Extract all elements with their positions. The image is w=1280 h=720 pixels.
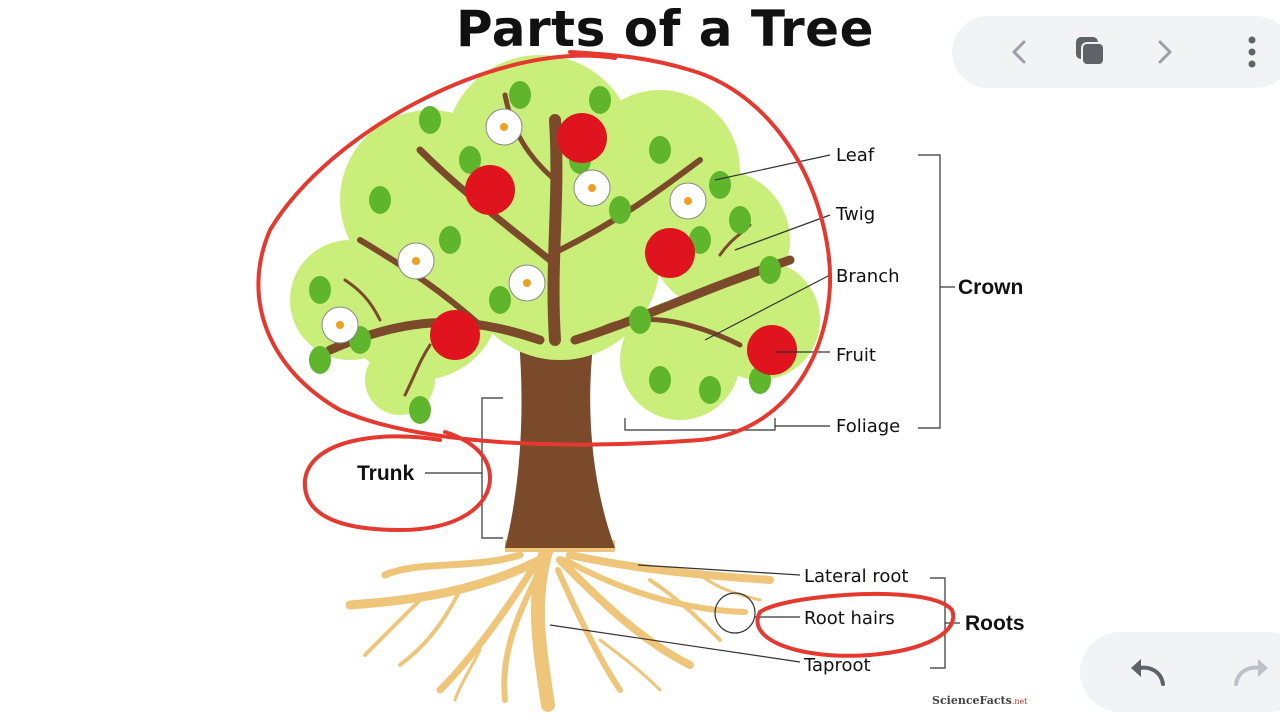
label-branch: Branch xyxy=(836,266,900,287)
chevron-left-icon[interactable] xyxy=(1002,34,1038,70)
label-trunk: Trunk xyxy=(357,462,414,485)
label-twig: Twig xyxy=(835,204,875,225)
flowers-illustration xyxy=(321,108,707,344)
diagram-title: Parts of a Tree xyxy=(455,0,875,58)
crown-circle-annotation xyxy=(256,50,833,447)
label-lateral-root: Lateral root xyxy=(804,566,908,587)
trunk-illustration xyxy=(505,330,615,548)
label-roots: Roots xyxy=(965,612,1025,635)
chevron-right-icon[interactable] xyxy=(1146,34,1182,70)
undo-icon[interactable] xyxy=(1125,654,1169,690)
label-crown: Crown xyxy=(958,276,1023,299)
redo-icon[interactable] xyxy=(1230,654,1274,690)
leaves-illustration xyxy=(309,81,781,424)
trunk-circle-annotation xyxy=(302,430,493,533)
browser-toolbar xyxy=(952,16,1280,88)
roots-illustration xyxy=(345,538,774,712)
more-vertical-icon[interactable] xyxy=(1234,34,1270,70)
undo-redo-bar xyxy=(1080,632,1280,712)
label-fruit: Fruit xyxy=(836,345,876,366)
label-root-hairs: Root hairs xyxy=(804,608,895,629)
apples-illustration xyxy=(430,113,797,375)
sciencefacts-credit: ScienceFacts.net xyxy=(932,694,1027,707)
red-annotations xyxy=(256,50,956,658)
label-taproot: Taproot xyxy=(803,655,871,676)
credit-main: ScienceFacts xyxy=(932,694,1012,707)
label-foliage: Foliage xyxy=(836,416,900,437)
root-hairs-circle-annotation xyxy=(755,591,956,658)
leader-lines xyxy=(425,154,960,669)
label-leaf: Leaf xyxy=(836,145,875,166)
credit-suffix: .net xyxy=(1011,697,1028,706)
tabs-icon[interactable] xyxy=(1072,34,1108,70)
